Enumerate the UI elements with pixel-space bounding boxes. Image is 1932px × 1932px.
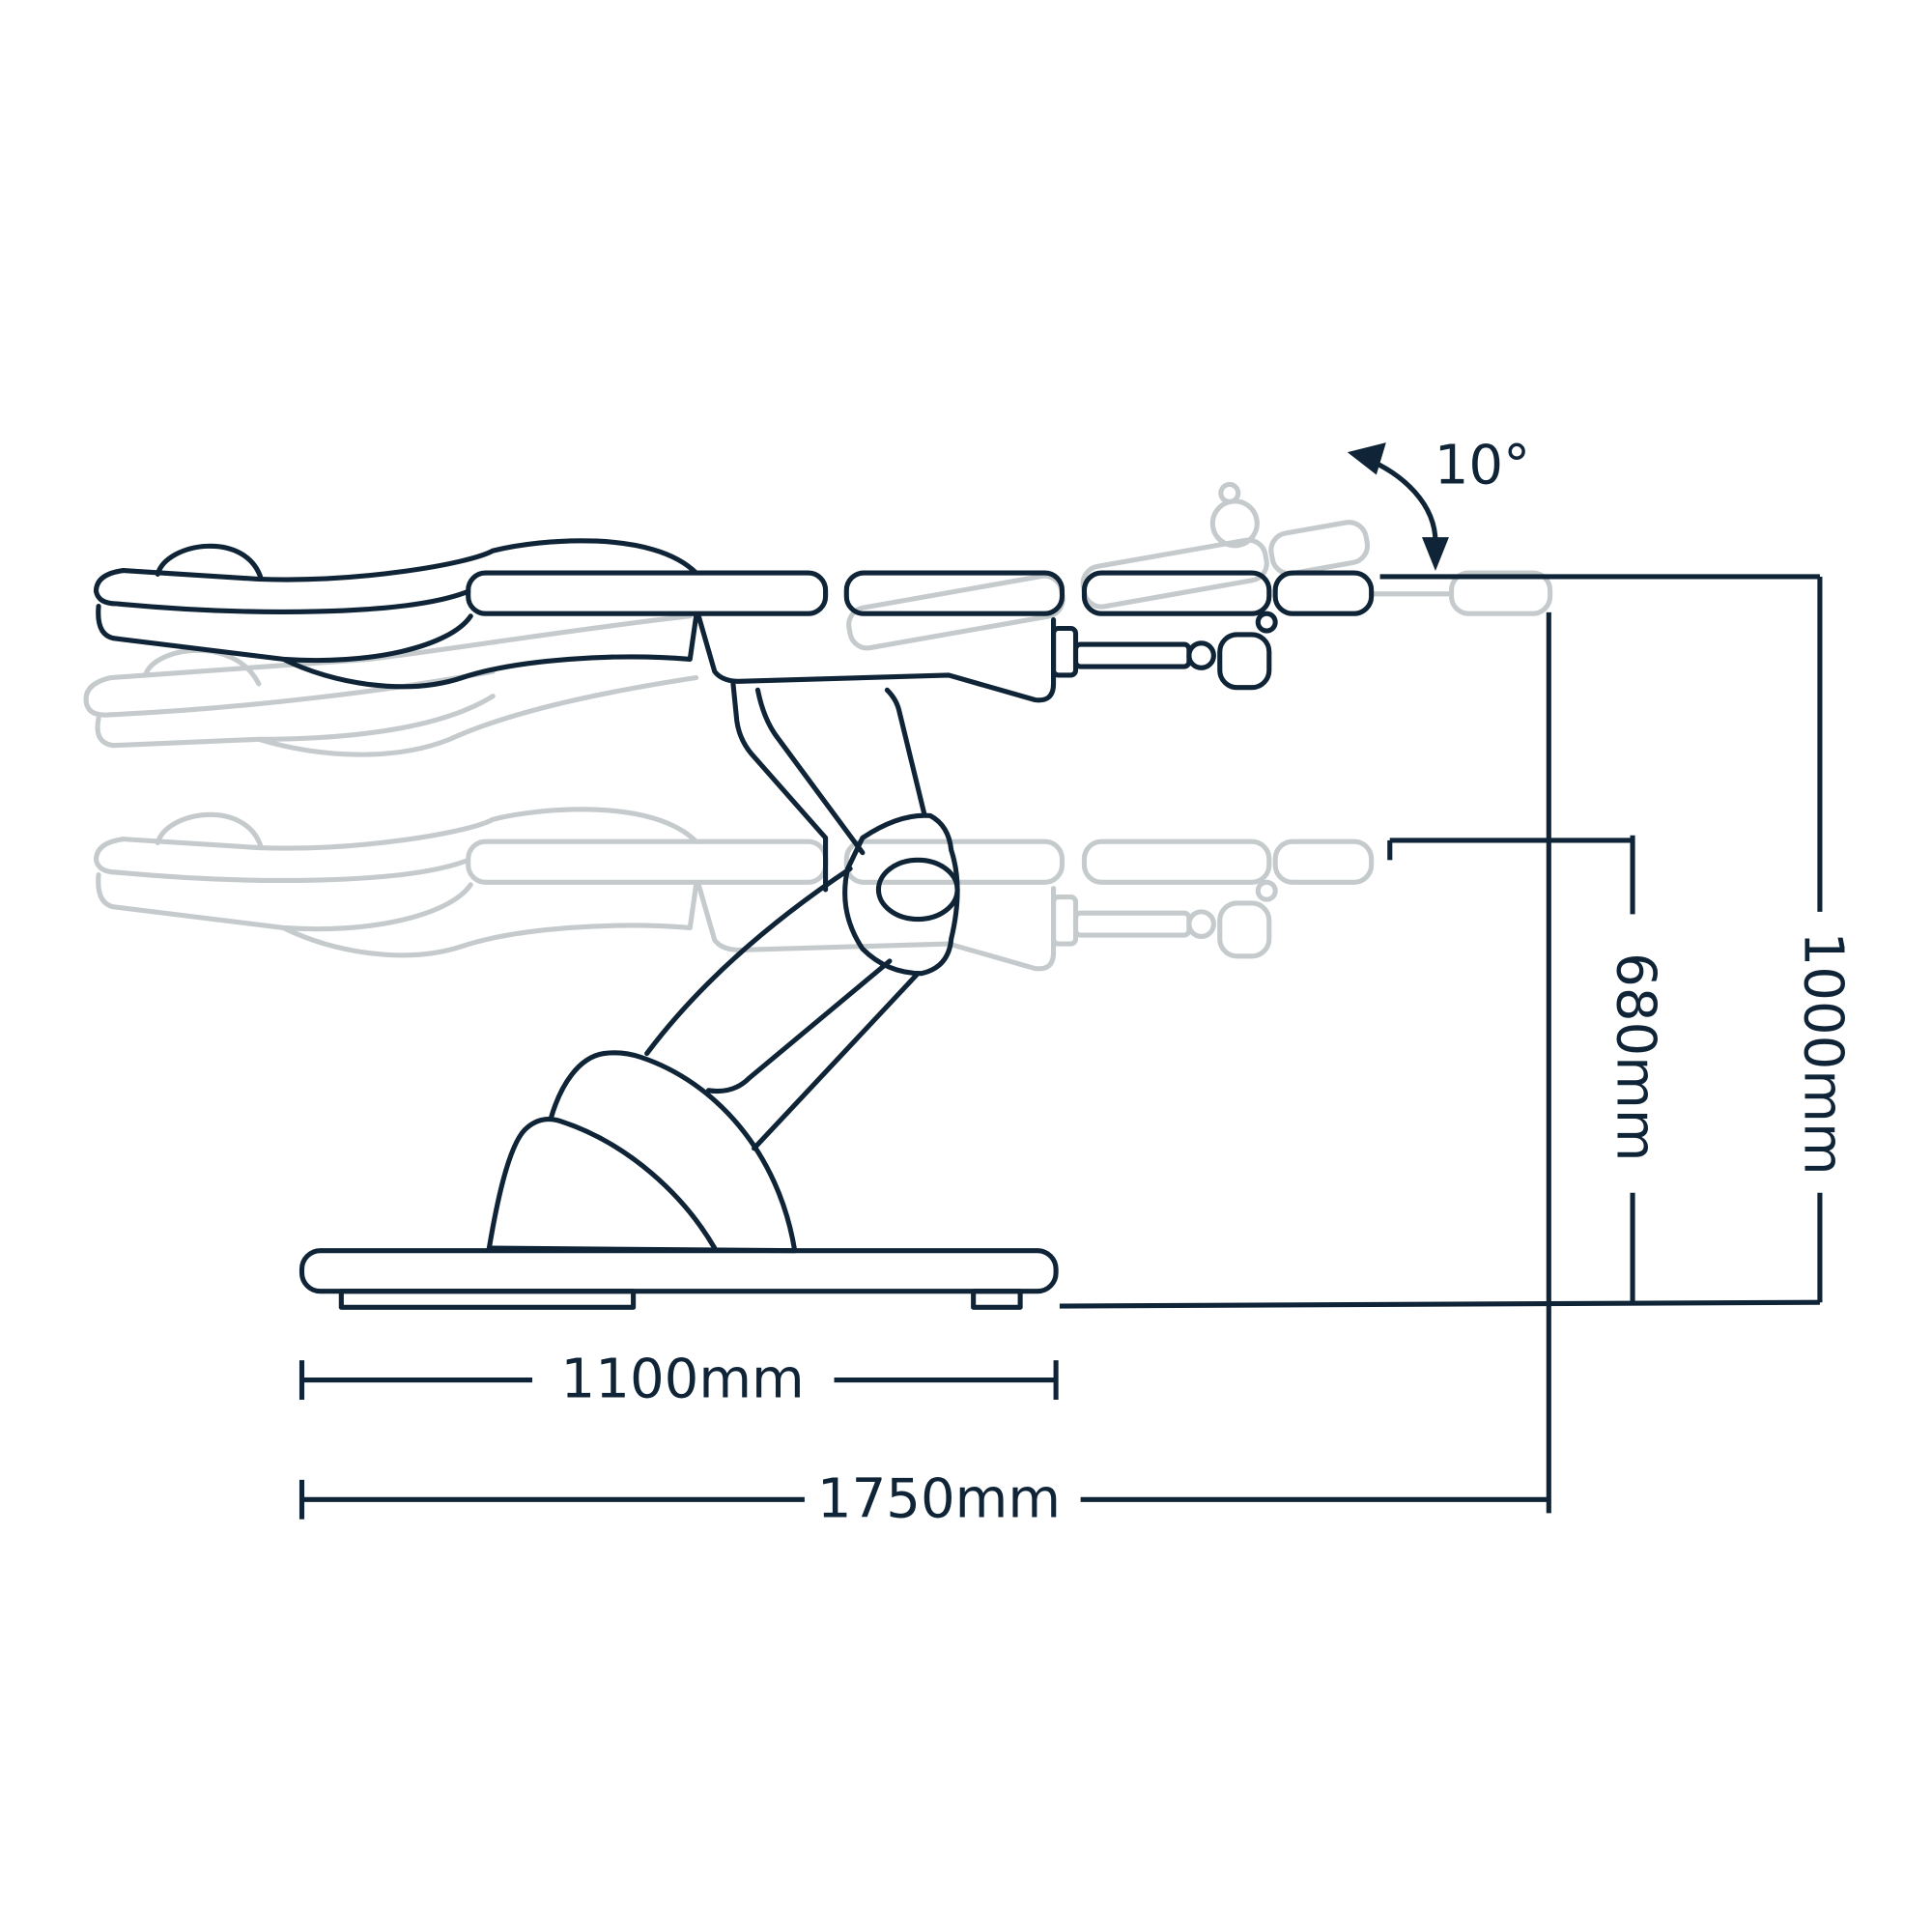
total-length-label: 1750mm xyxy=(817,1467,1061,1530)
tilt-angle-label: 10° xyxy=(1435,434,1530,497)
min-height-label: 680mm xyxy=(1604,952,1666,1161)
chair-main-drawing xyxy=(96,541,1371,1310)
base-length-label: 1100mm xyxy=(561,1349,805,1411)
max-height-label: 1000mm xyxy=(1791,932,1854,1176)
ghost-lowered-chair xyxy=(96,810,1371,969)
dimension-lines xyxy=(298,442,1823,1520)
